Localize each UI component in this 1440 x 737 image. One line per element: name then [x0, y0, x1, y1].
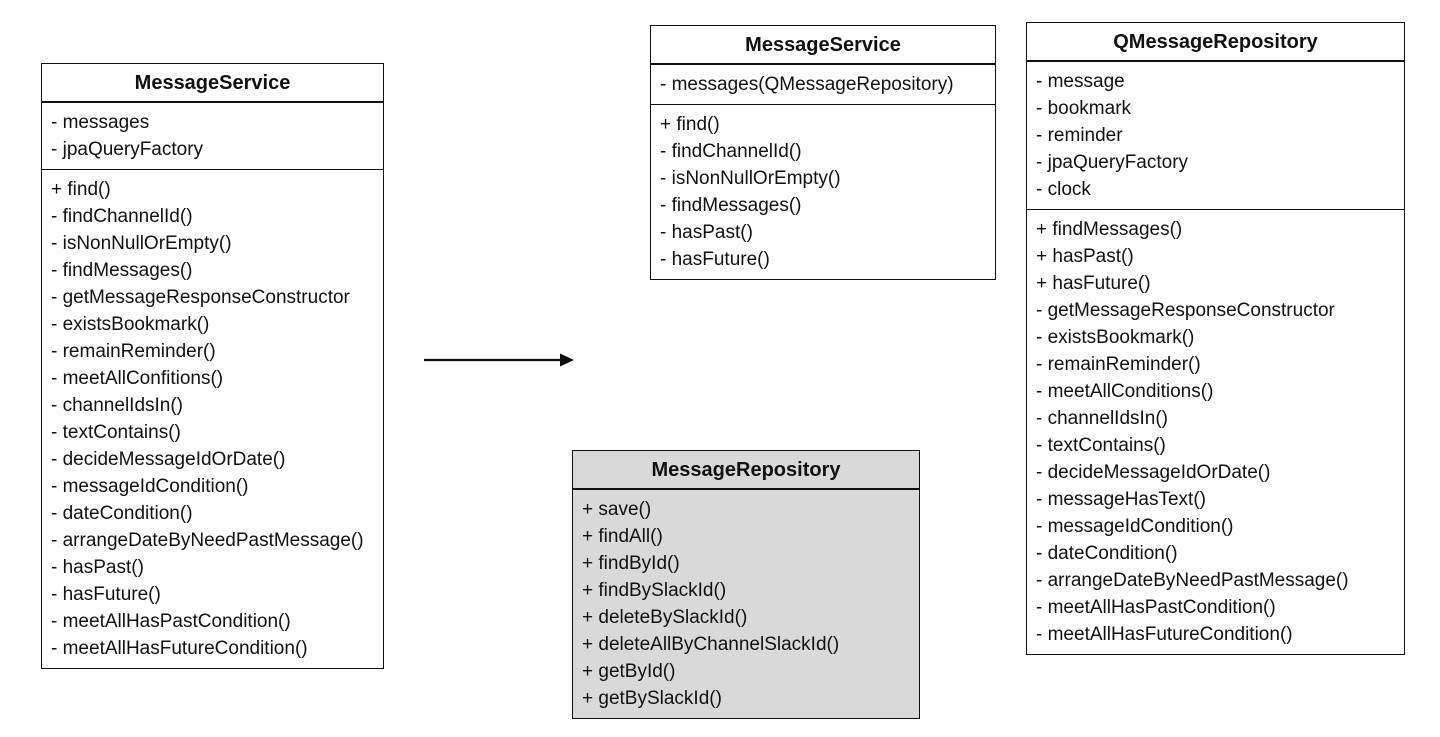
member-row: - jpaQueryFactory [1036, 152, 1189, 173]
member-row: - findMessages() [51, 260, 193, 281]
member-row: - meetAllHasFutureCondition() [51, 638, 308, 659]
member-row: - messageIdCondition() [1036, 516, 1234, 537]
member-row: - meetAllHasPastCondition() [1036, 597, 1276, 618]
member-row: - decideMessageIdOrDate() [51, 449, 286, 470]
attributes-section: - message - bookmark - reminder - jpaQueryF… [1027, 62, 1404, 210]
member-row: - messageIdCondition() [51, 476, 249, 497]
class-box-message-service-after: MessageService - messages(QMessageReposi… [650, 25, 996, 280]
arrow-head [560, 353, 574, 367]
member-row: - existsBookmark() [51, 314, 210, 335]
member-row: - remainReminder() [1036, 354, 1201, 375]
member-row: - meetAllConditions() [1036, 381, 1214, 402]
member-row: - findMessages() [660, 195, 802, 216]
member-row: - channelIdsIn() [51, 395, 184, 416]
class-box-q-message-repository: QMessageRepository - message- bookmark- … [1026, 22, 1405, 655]
member-row: + find() [51, 179, 111, 200]
member-row: - getMessageResponseConstructor [51, 287, 350, 308]
member-row: - arrangeDateByNeedPastMessage() [1036, 570, 1349, 591]
member-row: + findAll() [582, 526, 663, 547]
member-row: - reminder [1036, 125, 1123, 146]
member-row: - bookmark [1036, 98, 1132, 119]
member-row: + getBySlackId() [582, 688, 722, 709]
methods-section: + save() + findAll() + findById() + findByS… [573, 490, 919, 718]
member-row: - message [1036, 71, 1125, 92]
member-row: - isNonNullOrEmpty() [660, 168, 841, 189]
member-row: + hasFuture() [1036, 273, 1151, 294]
attributes-section: - messages - jpaQueryFactory [42, 103, 383, 170]
member-row: + findById() [582, 553, 680, 574]
class-box-message-service-before: MessageService - messages - jpaQueryFacto… [41, 63, 384, 669]
member-row: - existsBookmark() [1036, 327, 1195, 348]
member-row: + hasPast() [1036, 246, 1134, 267]
class-title: MessageRepository [573, 451, 919, 490]
member-row: - meetAllHasPastCondition() [51, 611, 291, 632]
member-row: + deleteAllByChannelSlackId() [582, 634, 840, 655]
member-row: - hasPast() [51, 557, 144, 578]
member-row: - textContains() [1036, 435, 1166, 456]
member-row: - meetAllHasFutureCondition() [1036, 624, 1293, 645]
member-row: - getMessageResponseConstructor [1036, 300, 1335, 321]
class-title: QMessageRepository [1027, 23, 1404, 62]
class-title: MessageService [651, 26, 995, 65]
member-row: + deleteBySlackId() [582, 607, 748, 628]
member-row: + find() [660, 114, 720, 135]
member-row: - jpaQueryFactory [51, 139, 204, 160]
methods-section: + findMessages() + hasPast() + hasFuture()… [1027, 210, 1404, 654]
member-row: - messageHasText() [1036, 489, 1206, 510]
member-row: - dateCondition() [51, 503, 193, 524]
member-row: - clock [1036, 179, 1091, 200]
member-row: - meetAllConfitions() [51, 368, 224, 389]
attributes-section: - messages(QMessageRepository) [651, 65, 995, 105]
member-row: + findMessages() [1036, 219, 1183, 240]
member-row: - findChannelId() [51, 206, 193, 227]
class-title: MessageService [42, 64, 383, 103]
member-row: - arrangeDateByNeedPastMessage() [51, 530, 364, 551]
member-row: - hasPast() [660, 222, 753, 243]
member-row: - messages(QMessageRepository) [660, 74, 954, 95]
methods-section: + find() - findChannelId() - isNonNullOrEm… [651, 105, 995, 279]
member-row: - isNonNullOrEmpty() [51, 233, 232, 254]
methods-section: + find() - findChannelId() - isNonNullOrEm… [42, 170, 383, 668]
member-row: - hasFuture() [660, 249, 770, 270]
member-row: + save() [582, 499, 652, 520]
member-row: - decideMessageIdOrDate() [1036, 462, 1271, 483]
member-row: - hasFuture() [51, 584, 161, 605]
member-row: - messages [51, 112, 150, 133]
member-row: - remainReminder() [51, 341, 216, 362]
member-row: - textContains() [51, 422, 181, 443]
member-row: - channelIdsIn() [1036, 408, 1169, 429]
member-row: + getById() [582, 661, 676, 682]
member-row: - findChannelId() [660, 141, 802, 162]
member-row: - dateCondition() [1036, 543, 1178, 564]
class-box-message-repository: MessageRepository + save() + findAll() + f… [572, 450, 920, 719]
dependency-arrow [424, 353, 574, 367]
member-row: + findBySlackId() [582, 580, 727, 601]
